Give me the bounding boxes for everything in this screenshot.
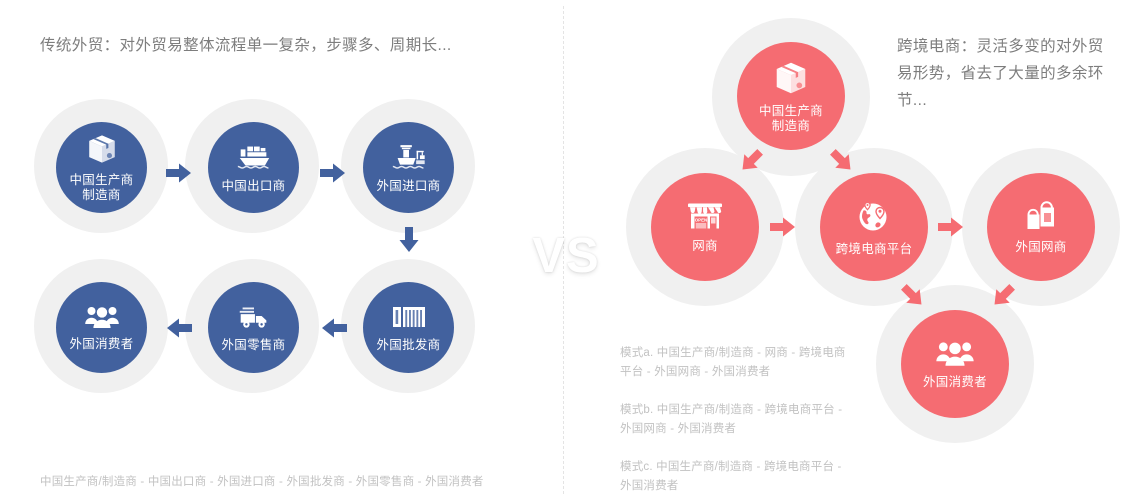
node-fo-consumer[interactable]: 外国消费者 bbox=[56, 282, 147, 373]
mode-b-caption: 模式b. 中国生产商/制造商 - 跨境电商平台 - 外国网商 - 外国消费者 bbox=[620, 404, 843, 435]
node-label: 外国进口商 bbox=[376, 178, 441, 193]
node-label: 跨境电商平台 bbox=[835, 242, 913, 256]
node-cn-producer[interactable]: 中国生产商 制造商 bbox=[56, 122, 147, 213]
svg-text:OPEN: OPEN bbox=[695, 218, 707, 223]
arrow-down-left bbox=[986, 279, 1020, 313]
storefront-open-icon: OPEN bbox=[685, 200, 725, 232]
warehouse-icon bbox=[391, 303, 427, 331]
mode-a-caption: 模式a. 中国生产商/制造商 - 网商 - 跨境电商平台 - 外国网商 - 外国… bbox=[620, 347, 846, 378]
arrow-right bbox=[770, 216, 796, 238]
node-label: 外国消费者 bbox=[69, 336, 134, 351]
cargo-ship-icon bbox=[235, 142, 273, 172]
node-label: 中国生产商 制造商 bbox=[69, 173, 134, 202]
vertical-divider bbox=[563, 6, 564, 494]
traditional-flow-caption: 中国生产商/制造商 - 中国出口商 - 外国进口商 - 外国批发商 - 外国零售… bbox=[40, 476, 484, 488]
node-label: 中国生产商 制造商 bbox=[758, 103, 823, 133]
arrow-right bbox=[320, 162, 346, 184]
arrow-down-left bbox=[734, 144, 768, 178]
node-cb-onlineshop[interactable]: OPEN 网商 bbox=[651, 173, 759, 281]
arrow-down bbox=[398, 227, 420, 253]
crossborder-ecommerce-heading: 跨境电商：灵活多变的对外贸易形势，省去了大量的多余环节... bbox=[897, 38, 1104, 109]
globe-pin-icon bbox=[855, 197, 893, 235]
arrow-down-right bbox=[825, 144, 859, 178]
node-label: 外国网商 bbox=[1015, 240, 1067, 254]
port-crane-ship-icon bbox=[390, 142, 428, 172]
node-cb-producer[interactable]: 中国生产商 制造商 bbox=[737, 42, 845, 150]
mode-c-caption: 模式c. 中国生产商/制造商 - 跨境电商平台 - 外国消费者 bbox=[620, 461, 842, 492]
node-label: 外国零售商 bbox=[221, 337, 286, 352]
arrow-right bbox=[938, 216, 964, 238]
arrow-left bbox=[321, 317, 347, 339]
box-icon bbox=[85, 132, 119, 166]
vs-label: VS bbox=[532, 229, 600, 283]
arrow-right bbox=[166, 162, 192, 184]
node-label: 网商 bbox=[692, 239, 718, 253]
arrow-down-right bbox=[896, 279, 930, 313]
node-cn-exporter[interactable]: 中国出口商 bbox=[208, 122, 299, 213]
traditional-trade-heading: 传统外贸：对外贸易整体流程单一复杂，步骤多、周期长... bbox=[40, 37, 452, 54]
node-label: 外国批发商 bbox=[376, 337, 441, 352]
node-cb-foreignshop[interactable]: 外国网商 bbox=[987, 173, 1095, 281]
people-group-icon bbox=[935, 339, 975, 368]
box-icon bbox=[772, 59, 810, 97]
people-group-icon bbox=[84, 304, 120, 330]
node-fo-importer[interactable]: 外国进口商 bbox=[363, 122, 454, 213]
node-label: 中国出口商 bbox=[221, 178, 286, 193]
node-fo-wholesaler[interactable]: 外国批发商 bbox=[363, 282, 454, 373]
delivery-truck-icon bbox=[235, 303, 273, 331]
node-cb-platform[interactable]: 跨境电商平台 bbox=[820, 173, 928, 281]
arrow-left bbox=[166, 317, 192, 339]
node-label: 外国消费者 bbox=[922, 374, 987, 389]
shopping-bags-icon bbox=[1022, 199, 1060, 233]
node-fo-retailer[interactable]: 外国零售商 bbox=[208, 282, 299, 373]
node-cb-consumer[interactable]: 外国消费者 bbox=[901, 310, 1009, 418]
